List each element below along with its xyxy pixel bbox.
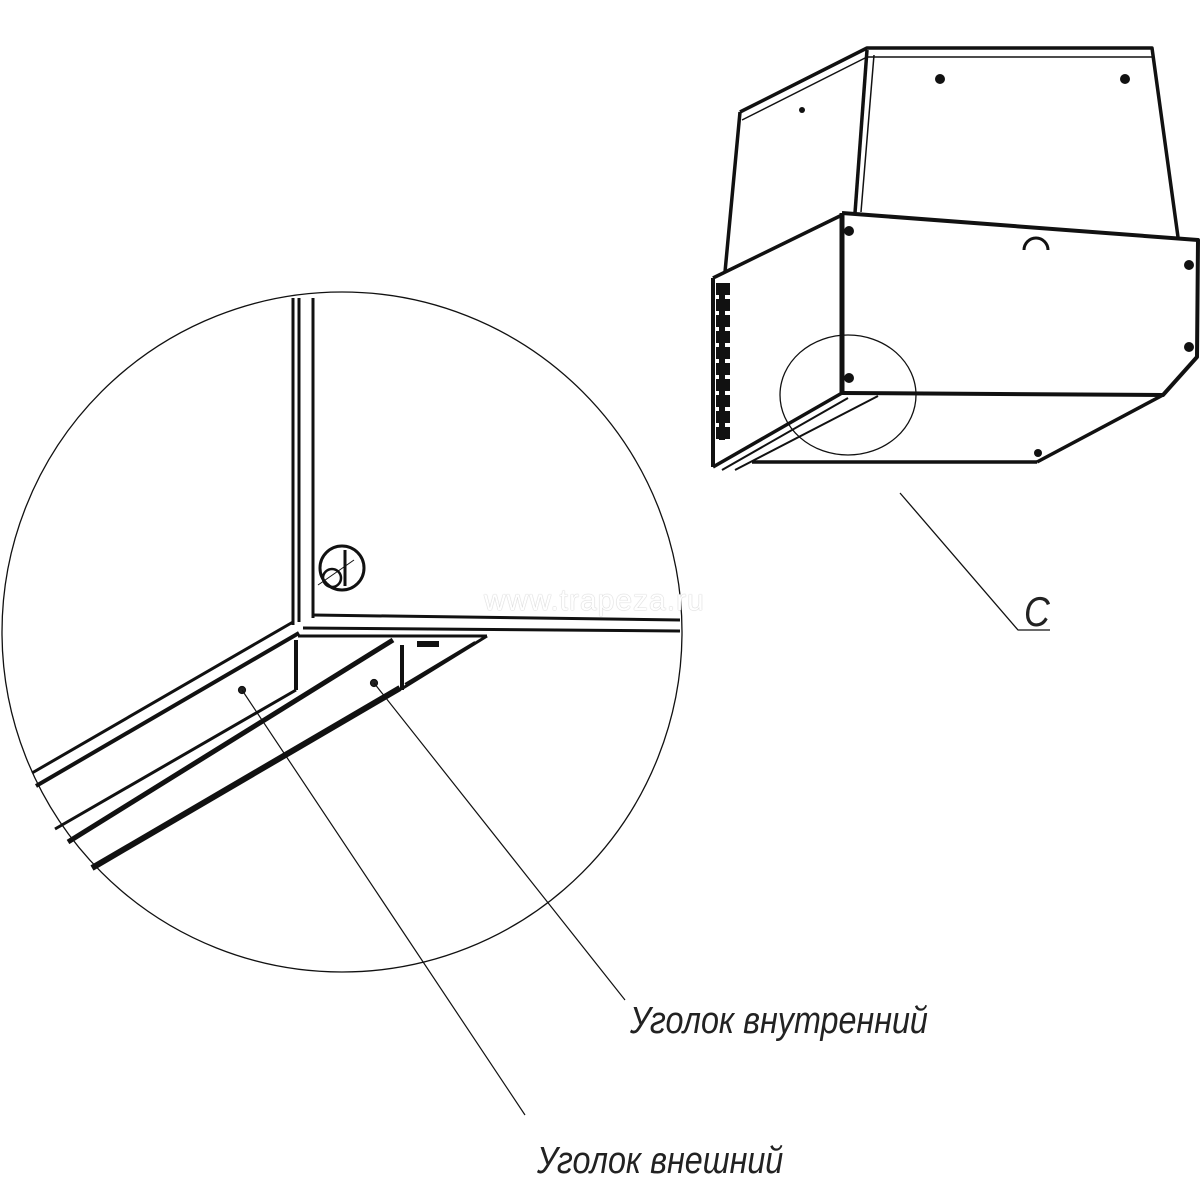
label-outer-corner: Уголок внешний xyxy=(537,1140,784,1182)
label-inner-corner: Уголок внутренний xyxy=(630,1000,928,1042)
horizontal-edge xyxy=(298,613,681,638)
detail-circle xyxy=(1,291,683,973)
watermark: www.trapeza.ru xyxy=(484,584,705,617)
leader-lines xyxy=(237,678,626,1116)
diagonal-profiles xyxy=(31,620,488,871)
bolts xyxy=(799,74,1194,457)
label-detail-c: C xyxy=(1024,588,1050,635)
bolt-icon xyxy=(317,544,366,592)
detail-view-c xyxy=(1,291,683,1116)
vertical-edge xyxy=(291,298,315,625)
detail-marker-c xyxy=(779,334,917,456)
detail-leader xyxy=(899,492,1050,631)
